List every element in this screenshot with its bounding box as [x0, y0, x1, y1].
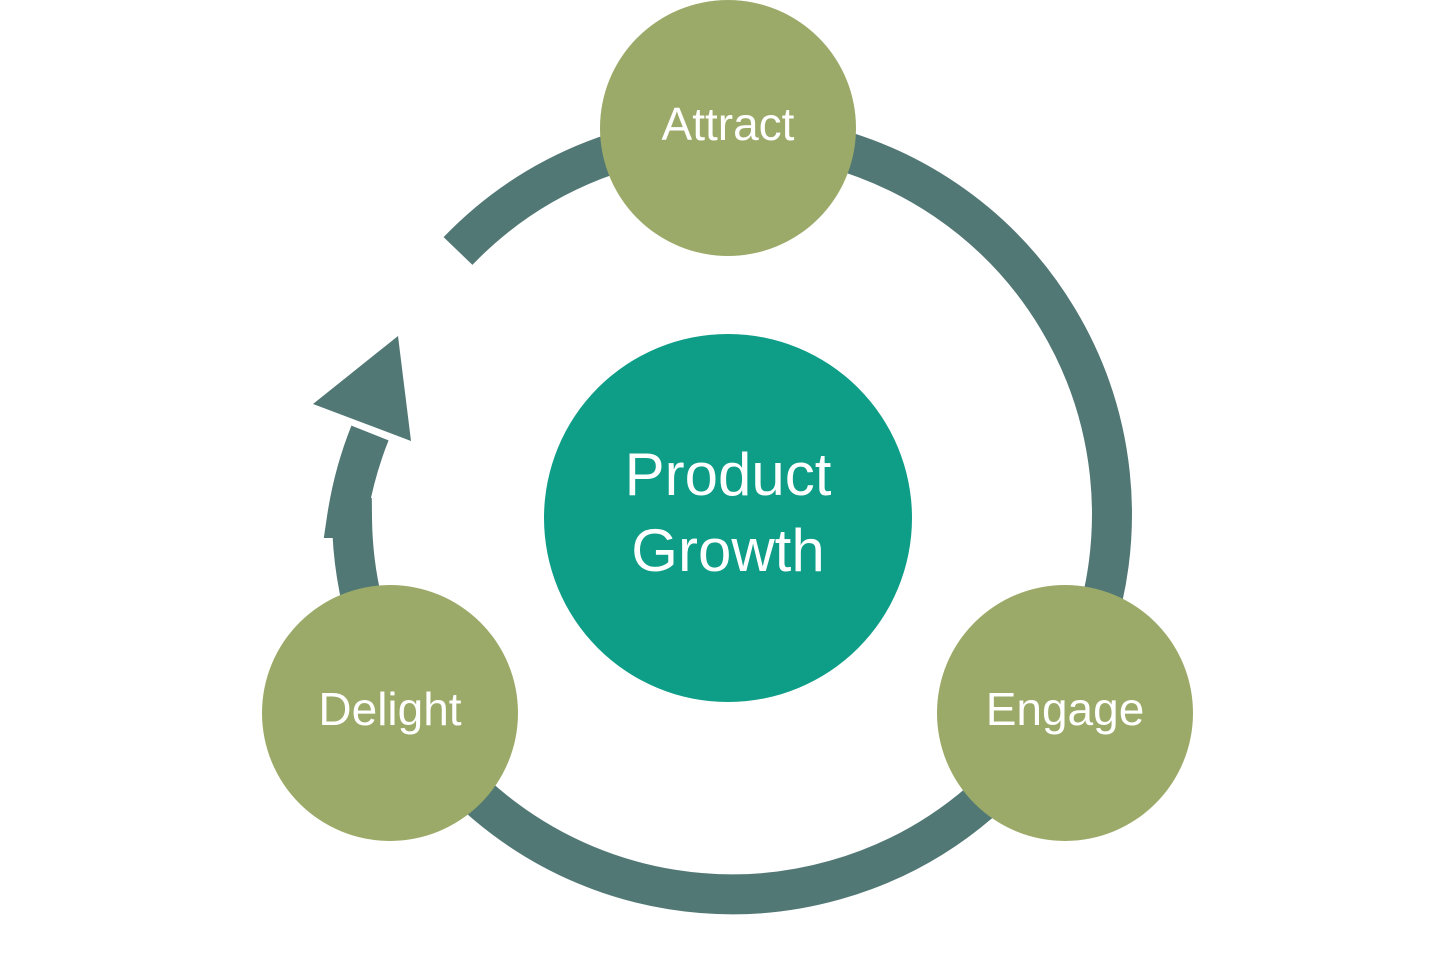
- stage-label-delight: Delight: [318, 683, 461, 735]
- center-label-line2: Growth: [631, 517, 824, 584]
- stage-node-engage: [937, 585, 1193, 841]
- stage-label-engage: Engage: [986, 683, 1145, 735]
- stage-node-attract: [600, 0, 856, 256]
- stage-node-delight: [262, 585, 518, 841]
- stage-label-attract: Attract: [662, 98, 795, 150]
- cycle-arrowhead-icon: [313, 336, 411, 441]
- center-label-line1: Product: [625, 441, 832, 508]
- center-node: [544, 334, 912, 702]
